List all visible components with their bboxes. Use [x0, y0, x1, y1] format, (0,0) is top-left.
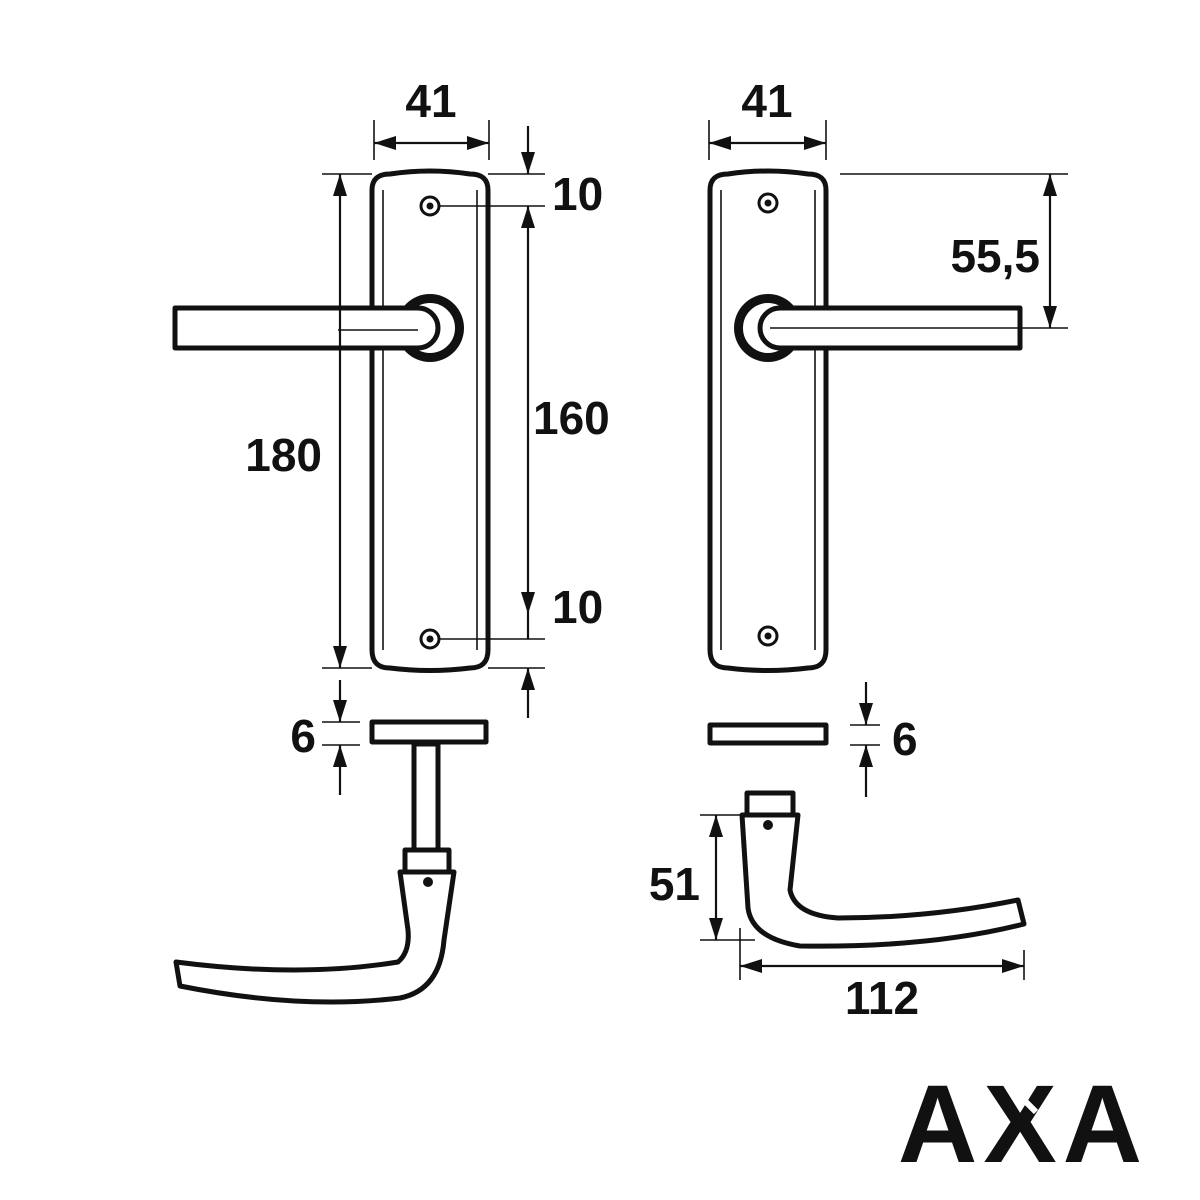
dim-label-lever-length: 112 [845, 972, 919, 1024]
logo-text: AXA [898, 1063, 1148, 1186]
dim-label-bottom-offset: 10 [552, 581, 603, 633]
left-bottom-screw-hole [419, 628, 441, 650]
dim-label-spindle-height: 55,5 [950, 230, 1040, 282]
right-lever-side [739, 812, 1027, 949]
dim-label-top-offset: 10 [552, 168, 603, 220]
dim-label-right-width: 41 [741, 75, 792, 127]
dim-label-left-width: 41 [405, 75, 456, 127]
left-lever-arm [172, 305, 441, 351]
right-rose-side [707, 722, 829, 746]
logo-x-cut [1003, 1079, 1039, 1115]
dimension-lines [322, 120, 1068, 980]
left-top-screw-hole [419, 195, 441, 217]
left-rose-side [369, 719, 489, 745]
left-lever-grub-screw [423, 877, 433, 887]
right-backplate [707, 168, 829, 673]
left-side-view [173, 719, 489, 1005]
dim-label-lever-height: 51 [649, 858, 700, 910]
right-spindle-collar [744, 790, 796, 818]
right-bottom-screw-hole [757, 625, 779, 647]
dim-label-hole-spacing: 160 [533, 392, 610, 444]
left-lever-side [173, 869, 457, 1005]
left-backplate-front-view [172, 168, 491, 673]
left-spindle [411, 741, 441, 853]
dim-label-overall-height: 180 [245, 429, 322, 481]
right-lever-grub-screw [763, 820, 773, 830]
left-spindle-collar [402, 847, 452, 875]
right-backplate-front-view [707, 168, 1023, 673]
right-side-view [707, 722, 1027, 949]
dim-label-right-rose-thickness: 6 [892, 713, 918, 765]
left-backplate [369, 168, 491, 673]
right-top-screw-hole [757, 192, 779, 214]
dim-label-left-rose-thickness: 6 [290, 710, 316, 762]
axa-logo: AXA [898, 1063, 1148, 1186]
